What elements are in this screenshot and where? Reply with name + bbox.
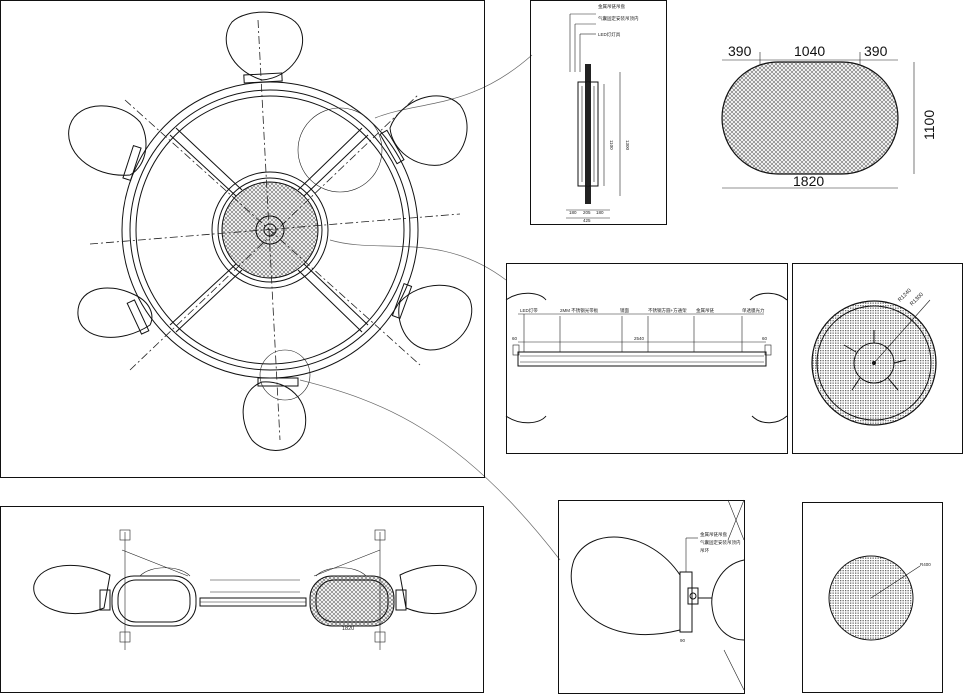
balloon-upper-left — [68, 105, 147, 176]
side-label-2: 气囊固定安装吊顶内 — [598, 15, 639, 22]
balloon-label-3: 吊环 — [700, 548, 709, 554]
oval-mesh — [721, 61, 899, 175]
section-dim-2: 2540 — [634, 336, 645, 341]
section-label-4: 不锈钢方圆+方通架 — [648, 307, 687, 314]
section-bar — [517, 351, 767, 367]
panel-plan — [0, 0, 485, 478]
side-label-3: LED灯灯具 — [598, 31, 621, 38]
disc-dim-1: R400 — [920, 562, 931, 567]
balloon-label-2: 气囊固定安装吊顶内 — [700, 539, 741, 546]
panel-balloon-detail: 金属吊链吊盘 气囊固定安装吊顶内 吊环 90 — [558, 499, 745, 694]
oval-dim-right: 390 — [864, 43, 888, 59]
oval-dim-height: 1100 — [921, 110, 937, 140]
oval-dim-left: 390 — [728, 43, 752, 59]
section-label-2: 2MM 不锈钢光带板 — [560, 307, 599, 314]
elevation-dim-1: 1820 — [342, 626, 354, 632]
balloon-lower-right — [398, 284, 473, 351]
section-label-5: 金属吊链 — [696, 307, 714, 314]
side-dim-5: 180 — [596, 210, 604, 215]
panel-section: LED灯带 2MM 不锈钢光带板 镜面 不锈钢方圆+方通架 金属吊链 单透膜光力… — [505, 263, 788, 454]
side-label-1: 金属吊链吊盘 — [598, 3, 625, 10]
panel-side-detail: 金属吊链吊盘 气囊固定安装吊顶内 LED灯灯具 1100 1300 180 20… — [530, 0, 667, 225]
leader-curve-3 — [299, 379, 561, 561]
section-label-6: 单透膜光力 — [742, 307, 765, 314]
side-dim-2: 1300 — [625, 140, 630, 151]
elevation-mesh — [309, 575, 395, 627]
leader-curve-2 — [329, 239, 507, 281]
outer-ring — [121, 81, 419, 379]
section-dim-1: 60 — [512, 336, 518, 341]
section-dim-3: 60 — [762, 336, 768, 341]
panel-elevation: 1820 — [0, 506, 484, 693]
oval-dim-width: 1820 — [793, 173, 824, 189]
section-label-1: LED灯带 — [520, 307, 538, 314]
panel-oval: 390 1040 390 1820 1100 — [721, 43, 937, 189]
panel-round: R1240 R1300 — [792, 263, 963, 454]
side-dim-6: 425 — [583, 218, 591, 223]
balloon-bottom — [242, 381, 307, 451]
balloon-lower-left — [77, 287, 153, 338]
balloon-dim-1: 90 — [680, 638, 686, 643]
balloon-label-1: 金属吊链吊盘 — [700, 531, 727, 538]
balloon-upper-right — [389, 95, 468, 166]
balloon-top — [225, 11, 304, 81]
section-label-3: 镜面 — [620, 307, 629, 314]
oval-dim-middle: 1040 — [794, 43, 825, 59]
panel-disc: R400 — [802, 502, 943, 693]
leader-curve-1 — [374, 54, 533, 119]
side-dim-1: 1100 — [609, 140, 614, 150]
round-dim-2: R1300 — [909, 292, 925, 308]
side-dim-3: 180 — [569, 210, 577, 215]
side-dim-4: 205 — [583, 210, 591, 215]
